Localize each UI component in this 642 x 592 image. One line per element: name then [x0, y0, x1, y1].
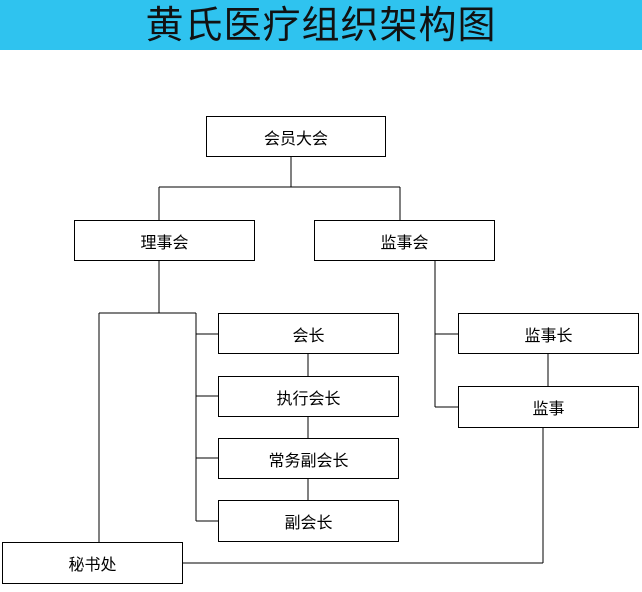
diagram-title: 黄氏医疗组织架构图	[145, 3, 497, 47]
node-secretariat: 秘书处	[2, 542, 183, 584]
node-label: 常务副会长	[268, 450, 349, 470]
node-assembly: 会员大会	[206, 116, 386, 157]
node-vice-president: 副会长	[218, 500, 399, 542]
node-label: 会长	[292, 325, 325, 345]
title-bar: 黄氏医疗组织架构图	[0, 0, 642, 50]
node-chief-supervisor: 监事长	[458, 313, 639, 354]
node-supervisory-board: 监事会	[314, 220, 495, 261]
node-label: 理事会	[140, 232, 189, 252]
node-executive-president: 执行会长	[218, 376, 399, 417]
node-label: 监事长	[524, 325, 573, 345]
node-president: 会长	[218, 313, 399, 354]
node-label: 执行会长	[276, 388, 341, 408]
node-standing-vice-president: 常务副会长	[218, 438, 399, 479]
node-label: 副会长	[284, 513, 333, 532]
node-label: 监事	[532, 399, 565, 418]
node-label: 会员大会	[263, 128, 328, 148]
node-supervisor: 监事	[458, 386, 639, 428]
node-label: 监事会	[380, 232, 429, 252]
node-board: 理事会	[74, 220, 255, 261]
node-label: 秘书处	[68, 555, 117, 574]
